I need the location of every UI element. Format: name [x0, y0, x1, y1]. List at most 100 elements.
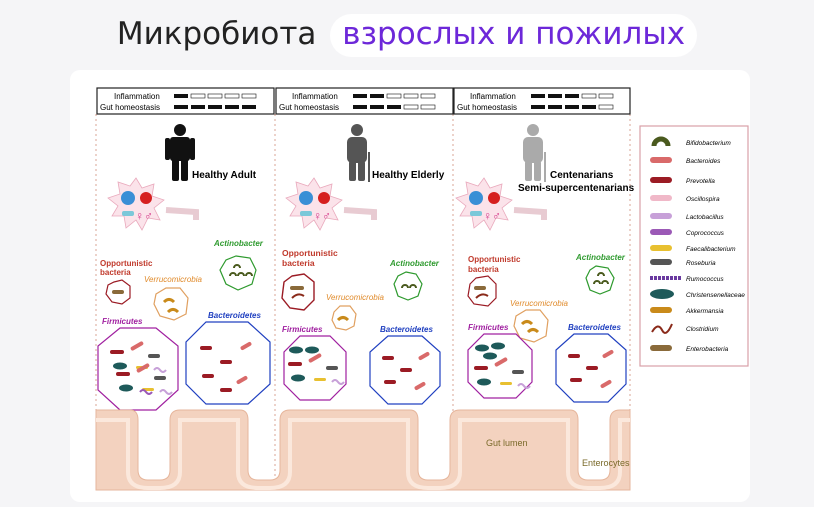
verrucomicrobia-label: Verrucomicrobia	[144, 275, 202, 284]
actinobacter-label: Actinobacter	[389, 259, 440, 268]
lactobacillus-icon	[650, 213, 672, 219]
roseburia-icon	[650, 259, 672, 265]
centenarian-person-icon	[523, 124, 546, 182]
inflammation-label: Inflammation	[292, 92, 338, 101]
gender-icon: ♀♂	[313, 209, 331, 223]
oscillospira-icon	[650, 195, 672, 201]
firmicutes-label: Firmicutes	[102, 317, 143, 326]
arrow-icon	[165, 207, 199, 220]
legend-label: Roseburia	[686, 260, 716, 267]
opportunistic-label-2: bacteria	[100, 268, 131, 277]
arrow-icon	[513, 207, 547, 220]
legend-label: Faecalibacterium	[686, 246, 736, 253]
legend-item: Bifidobacterium	[651, 136, 731, 147]
homeostasis-bar	[353, 104, 436, 110]
person-label: Centenarians	[550, 170, 614, 181]
inflammation-label: Inflammation	[114, 92, 160, 101]
legend-item: Rumococcus	[650, 276, 724, 283]
legend-item: Enterobacteria	[650, 345, 729, 353]
legend-item: Roseburia	[650, 259, 716, 267]
panel-centenarians: Inflammation Gut homeostasis Centenarian…	[453, 87, 635, 490]
enterobacteria-icon	[650, 345, 672, 351]
legend-label: Oscillospira	[686, 196, 720, 203]
faecalibacterium-icon	[650, 245, 672, 251]
actinobacter-label: Actinobacter	[213, 239, 264, 248]
legend-item: Coprococcus	[650, 229, 725, 237]
pill-icon	[300, 211, 312, 216]
panel-healthy-elderly: Inflammation Gut homeostasis Healthy Eld…	[275, 87, 454, 490]
opportunistic-label: Opportunistic	[468, 255, 521, 264]
clostridium-icon	[651, 323, 673, 334]
inflammation-bar	[531, 93, 614, 99]
homeostasis-bar	[174, 105, 256, 109]
prevotella-icon	[650, 177, 672, 183]
legend-box-inflammation	[453, 87, 631, 115]
gender-icon: ♀♂	[135, 209, 153, 223]
title-prefix: Микробиота	[116, 16, 317, 52]
legend-label: Bacteroides	[686, 158, 721, 165]
legend-item: Prevotella	[650, 177, 715, 185]
elderly-person-icon	[347, 124, 370, 182]
akkermansia-icon	[650, 307, 672, 313]
verrucomicrobia-label: Verrucomicrobia	[510, 299, 568, 308]
legend-item: Akkermansia	[650, 307, 724, 315]
legend-item: Clostridium	[651, 323, 719, 334]
legend-label: Prevotella	[686, 178, 715, 185]
panel-healthy-adult: Inflammation Gut homeostasis Healthy Adu…	[95, 87, 276, 490]
figure-card: Inflammation Gut homeostasis Healthy Adu…	[70, 70, 750, 502]
opportunistic-group	[281, 273, 315, 311]
legend-label: Coprococcus	[686, 230, 725, 237]
legend-box-inflammation	[96, 87, 275, 115]
title-highlight: взрослых и пожилых	[330, 14, 698, 57]
gut-lumen-label: Gut lumen	[486, 438, 528, 448]
globe-icon	[469, 191, 483, 205]
legend-label: Lactobacillus	[686, 214, 724, 221]
adult-person-icon	[165, 124, 195, 181]
microbiota-diagram: Inflammation Gut homeostasis Healthy Adu…	[95, 87, 749, 491]
legend-label: Rumococcus	[686, 276, 724, 283]
verrucomicrobia-label: Verrucomicrobia	[326, 293, 384, 302]
globe-icon	[121, 191, 135, 205]
actinobacter-group	[585, 265, 615, 295]
verrucomicrobia-group	[153, 287, 189, 321]
pill-icon	[122, 211, 134, 216]
pill-icon	[470, 211, 482, 216]
factors-starburst: ♀♂	[107, 177, 199, 231]
arrow-icon	[343, 207, 377, 220]
homeostasis-label: Gut homeostasis	[279, 103, 339, 112]
enterocytes-label: Enterocytes	[582, 458, 630, 468]
bifidobacterium-icon	[651, 136, 671, 147]
gut-wall: Gut lumen Enterocytes	[95, 409, 631, 491]
legend-label: Akkermansia	[685, 308, 724, 315]
inflammation-bar	[174, 93, 257, 99]
opportunistic-label: Opportunistic	[282, 248, 338, 258]
coprococcus-icon	[650, 229, 672, 235]
legend-item: Oscillospira	[650, 195, 720, 203]
opportunistic-label: Opportunistic	[100, 259, 153, 268]
bacteroidetes-label: Bacteroidetes	[380, 325, 433, 334]
bacteroides-icon	[650, 157, 672, 163]
apple-icon	[488, 192, 500, 204]
christensenellaceae-icon	[650, 289, 674, 299]
factors-starburst: ♀♂	[455, 177, 547, 231]
person-label-2: Semi-supercentenarians	[518, 183, 635, 194]
gender-icon: ♀♂	[483, 209, 501, 223]
legend-label: Enterobacteria	[686, 346, 729, 353]
legend-item: Lactobacillus	[650, 213, 724, 221]
opportunistic-label-2: bacteria	[468, 265, 499, 274]
legend-label: Christensenellaceae	[686, 292, 745, 299]
actinobacter-label: Actinobacter	[575, 253, 626, 262]
bacteria-legend: BifidobacteriumBacteroidesPrevotellaOsci…	[639, 125, 749, 367]
legend-item: Christensenellaceae	[650, 289, 745, 299]
inflammation-bar	[353, 93, 436, 99]
homeostasis-label: Gut homeostasis	[100, 103, 160, 112]
legend-label: Bifidobacterium	[686, 140, 731, 147]
legend-item: Faecalibacterium	[650, 245, 736, 253]
globe-icon	[299, 191, 313, 205]
legend-item: Bacteroides	[650, 157, 721, 165]
verrucomicrobia-group	[513, 309, 549, 343]
inflammation-label: Inflammation	[470, 92, 516, 101]
bacteroidetes-label: Bacteroidetes	[208, 311, 261, 320]
legend-label: Clostridium	[686, 326, 719, 333]
legend-box-inflammation	[275, 87, 454, 115]
